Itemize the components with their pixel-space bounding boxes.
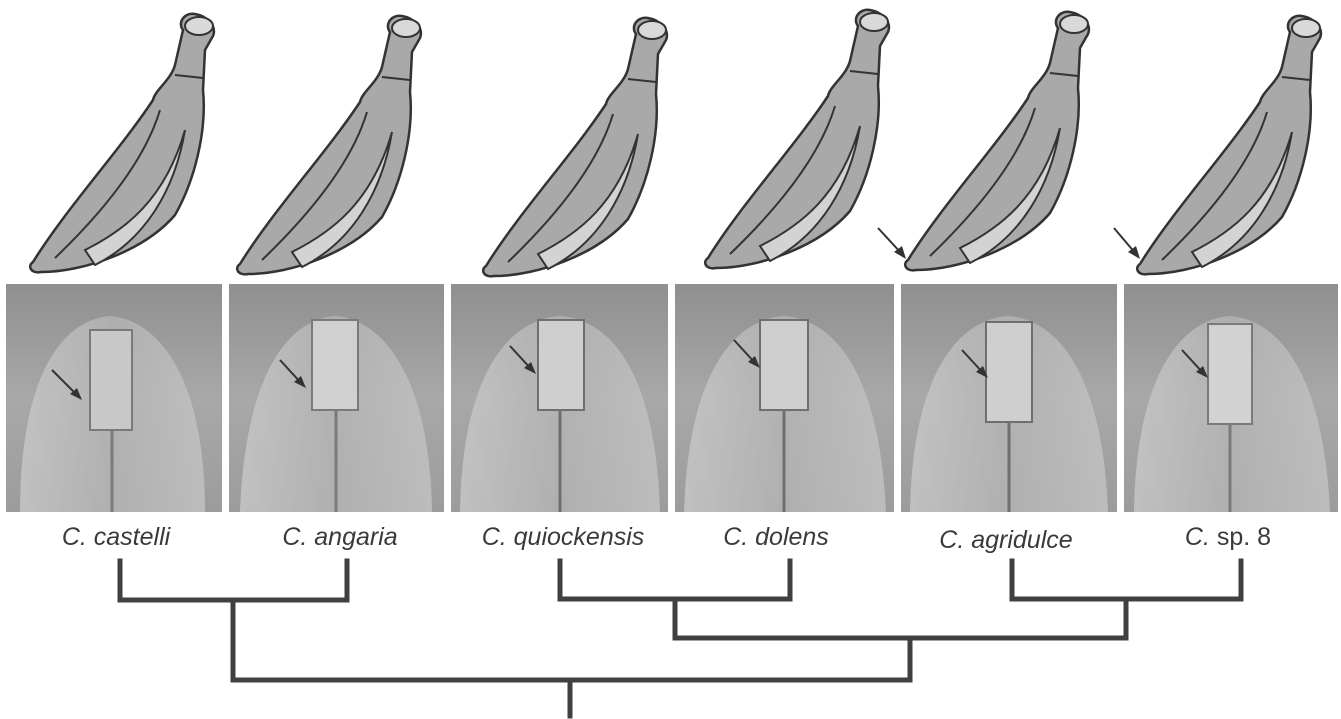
- label-quiockensis: C. quiockensis: [482, 523, 645, 551]
- drawing-quiockensis: [483, 18, 667, 277]
- micrograph-sp8: [1124, 284, 1338, 512]
- micrograph-angaria: [229, 284, 444, 512]
- label-agridulce-epithet: agridulce: [971, 526, 1072, 554]
- label-agridulce-genus: C.: [939, 526, 964, 554]
- drawing-dolens: [705, 10, 889, 269]
- label-quiockensis-epithet: quiockensis: [514, 523, 645, 551]
- label-sp8: C. sp. 8: [1185, 523, 1271, 551]
- clade-castelli-angaria: [120, 561, 347, 600]
- label-dolens-epithet: dolens: [755, 523, 829, 551]
- label-castelli: C. castelli: [62, 523, 172, 551]
- label-dolens-genus: C.: [723, 523, 748, 551]
- drawing-angaria: [237, 16, 421, 275]
- label-dolens: C. dolens: [723, 523, 829, 551]
- label-castelli-genus: C.: [62, 523, 87, 551]
- drawing-arrow-sp8: [1114, 228, 1140, 259]
- label-castelli-epithet: castelli: [94, 523, 172, 551]
- clade-agridulce-sp8: [1012, 561, 1241, 599]
- label-angaria: C. angaria: [282, 523, 397, 551]
- micrograph-dolens: [675, 284, 894, 512]
- label-angaria-genus: C.: [282, 523, 307, 551]
- label-agridulce: C. agridulce: [939, 526, 1072, 554]
- drawing-sp8: [1137, 16, 1321, 275]
- clade-right: [675, 599, 1126, 638]
- label-angaria-epithet: angaria: [314, 523, 397, 551]
- label-sp8-epithet: sp. 8: [1217, 523, 1271, 551]
- clade-quiockensis-dolens: [560, 561, 790, 599]
- micrograph-agridulce: [901, 284, 1117, 512]
- cladogram: [120, 561, 1241, 716]
- micrograph-quiockensis: [451, 284, 668, 512]
- drawing-agridulce: [905, 12, 1089, 271]
- drawing-arrow-agridulce: [878, 228, 906, 259]
- label-quiockensis-genus: C.: [482, 523, 507, 551]
- drawing-castelli: [30, 14, 214, 273]
- label-sp8-genus: C.: [1185, 523, 1210, 551]
- micrograph-castelli: [6, 284, 222, 512]
